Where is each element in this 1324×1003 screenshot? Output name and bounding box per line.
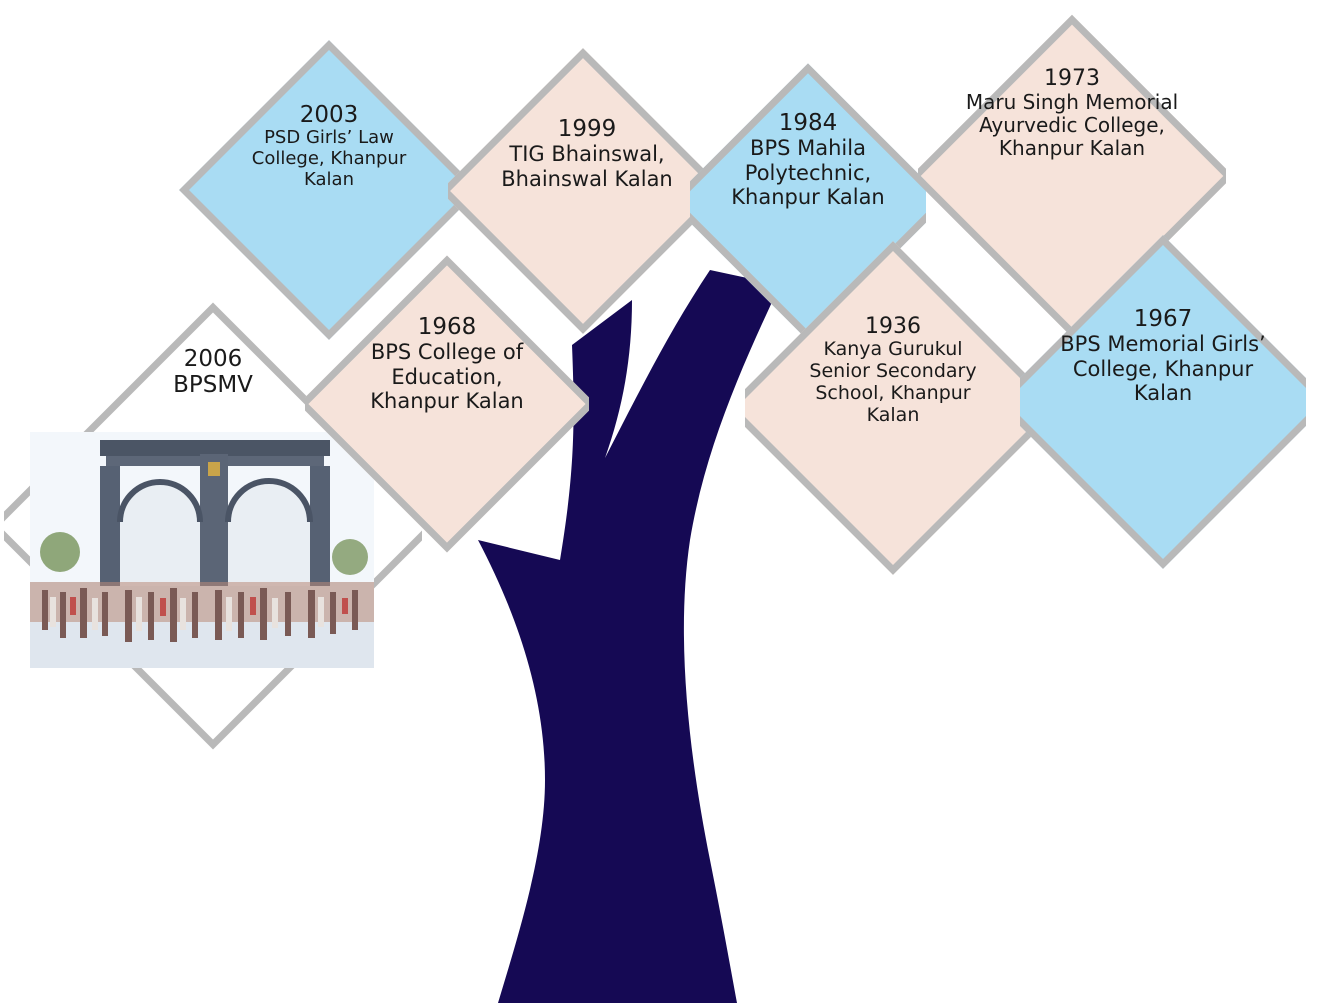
milestone-1973: 1973 Maru Singh Memorial Ayurvedic Colle… [918, 6, 1226, 346]
milestone-name: Maru Singh Memorial Ayurvedic College, K… [965, 90, 1179, 161]
milestone-1936: 1936 Kanya Gurukul Senior Secondary Scho… [745, 232, 1041, 584]
milestone-name: BPS Mahila Polytechnic, Khanpur Kalan [731, 136, 885, 209]
milestone-1968: 1968 BPS College of Education, Khanpur K… [305, 246, 589, 562]
milestone-name: TIG Bhainswal, Bhainswal Kalan [501, 142, 673, 191]
milestone-1984: 1984 BPS Mahila Polytechnic, Khanpur Kal… [690, 52, 926, 352]
milestone-year: 1973 [1044, 66, 1100, 91]
milestone-year: 1999 [557, 116, 617, 142]
milestone-year: 1967 [1133, 306, 1193, 332]
milestone-name: PSD Girls’ Law College, Khanpur Kalan [251, 127, 407, 190]
milestone-name: BPS Memorial Girls’ College, Khanpur Kal… [1060, 332, 1266, 405]
milestone-year: 2003 [299, 102, 359, 128]
tree-trunk [478, 270, 780, 1003]
campus-gate-photo [30, 432, 374, 668]
milestone-name: Kanya Gurukul Senior Secondary School, K… [809, 338, 977, 426]
milestone-2006: 2006 BPSMV [4, 292, 422, 760]
milestone-year: 2006 [183, 346, 243, 372]
milestone-year: 1936 [865, 314, 921, 339]
milestone-year: 1968 [417, 314, 477, 340]
milestone-1967: 1967 BPS Memorial Girls’ College, Khanpu… [1020, 226, 1306, 578]
milestone-2003: 2003 PSD Girls’ Law College, Khanpur Kal… [179, 30, 479, 350]
milestone-name: BPSMV [173, 372, 253, 399]
milestone-1999: 1999 TIG Bhainswal, Bhainswal Kalan [448, 38, 718, 344]
milestone-name: BPS College of Education, Khanpur Kalan [370, 340, 524, 413]
milestone-year: 1984 [778, 110, 838, 136]
